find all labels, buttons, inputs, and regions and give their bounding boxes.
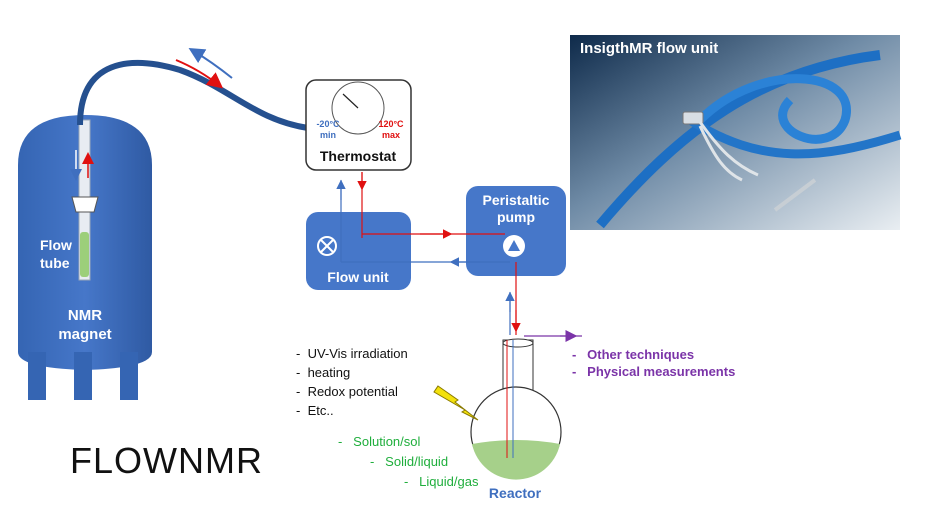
- conditions-item: - Redox potential: [296, 384, 398, 399]
- tube-spinner: [71, 196, 99, 213]
- conditions-item: - UV-Vis irradiation: [296, 346, 408, 361]
- return-flow-arrow: [188, 47, 233, 79]
- magnet-leg-right: [120, 352, 138, 400]
- phase-item: - Solid/liquid: [370, 454, 449, 469]
- output-text: Other techniques: [587, 347, 695, 362]
- phase-text: Liquid/gas: [419, 474, 479, 489]
- photo-cable-1: [596, 50, 881, 229]
- phase-text: Solution/sol: [353, 434, 421, 449]
- page-title: FLOWNMR: [70, 440, 263, 481]
- supply-flow-arrow: [175, 59, 224, 89]
- reactor-label: Reactor: [489, 485, 542, 501]
- valve-icon: [317, 236, 337, 256]
- thermostat-max-temp: 120°C: [378, 119, 404, 129]
- thermostat: [305, 79, 412, 171]
- conditions-text: UV-Vis irradiation: [307, 346, 408, 361]
- flow-unit-box: [306, 212, 411, 290]
- conditions-item: - Etc..: [296, 403, 334, 418]
- thermostat-label: Thermostat: [320, 148, 397, 164]
- conditions-list: - UV-Vis irradiation - heating - Redox p…: [296, 344, 408, 420]
- transfer-line: [77, 60, 309, 131]
- output-text: Physical measurements: [587, 364, 736, 379]
- output-item: - Other techniques: [572, 347, 695, 362]
- photo-title: InsigthMR flow unit: [580, 40, 719, 57]
- phase-item: - Solution/sol: [338, 434, 421, 449]
- phase-text: Solid/liquid: [385, 454, 449, 469]
- nmr-magnet: [18, 115, 152, 400]
- magnet-leg-middle: [74, 352, 92, 400]
- magnet-leg-left: [28, 352, 46, 400]
- conditions-text: heating: [307, 365, 351, 380]
- photo-probe: [773, 178, 817, 212]
- magnet-label-1: NMR: [68, 307, 102, 324]
- photo-cable-loop: [696, 74, 851, 144]
- flow-unit-photo: [570, 35, 902, 230]
- thermostat-max-label: max: [382, 130, 400, 140]
- conditions-text: Etc..: [307, 403, 334, 418]
- reactor-liquid: [472, 440, 560, 480]
- flow-tube-label-1: Flow: [40, 237, 72, 253]
- conditions-text: Redox potential: [307, 384, 398, 399]
- outputs-list: - Other techniques - Physical measuremen…: [572, 346, 747, 380]
- dial-needle: [342, 93, 359, 109]
- magnet-label-2: magnet: [58, 326, 111, 343]
- pump-label-2: pump: [497, 209, 535, 225]
- pump-label-1: Peristaltic: [483, 192, 550, 208]
- photo-cable-2: [687, 116, 902, 159]
- photo-connector: [682, 111, 704, 125]
- lightning-icon: [433, 385, 479, 421]
- pump-box: [466, 186, 566, 276]
- phase-item: - Liquid/gas: [404, 474, 479, 489]
- thermostat-min-label: min: [320, 130, 336, 140]
- reactor: [470, 338, 562, 480]
- flow-tube-label-2: tube: [40, 255, 70, 271]
- flow-unit-label: Flow unit: [327, 269, 389, 285]
- flow-tube-sample: [80, 232, 89, 277]
- thermostat-min-temp: -20°C: [316, 119, 340, 129]
- conditions-item: - heating: [296, 365, 351, 380]
- output-item: - Physical measurements: [572, 364, 736, 379]
